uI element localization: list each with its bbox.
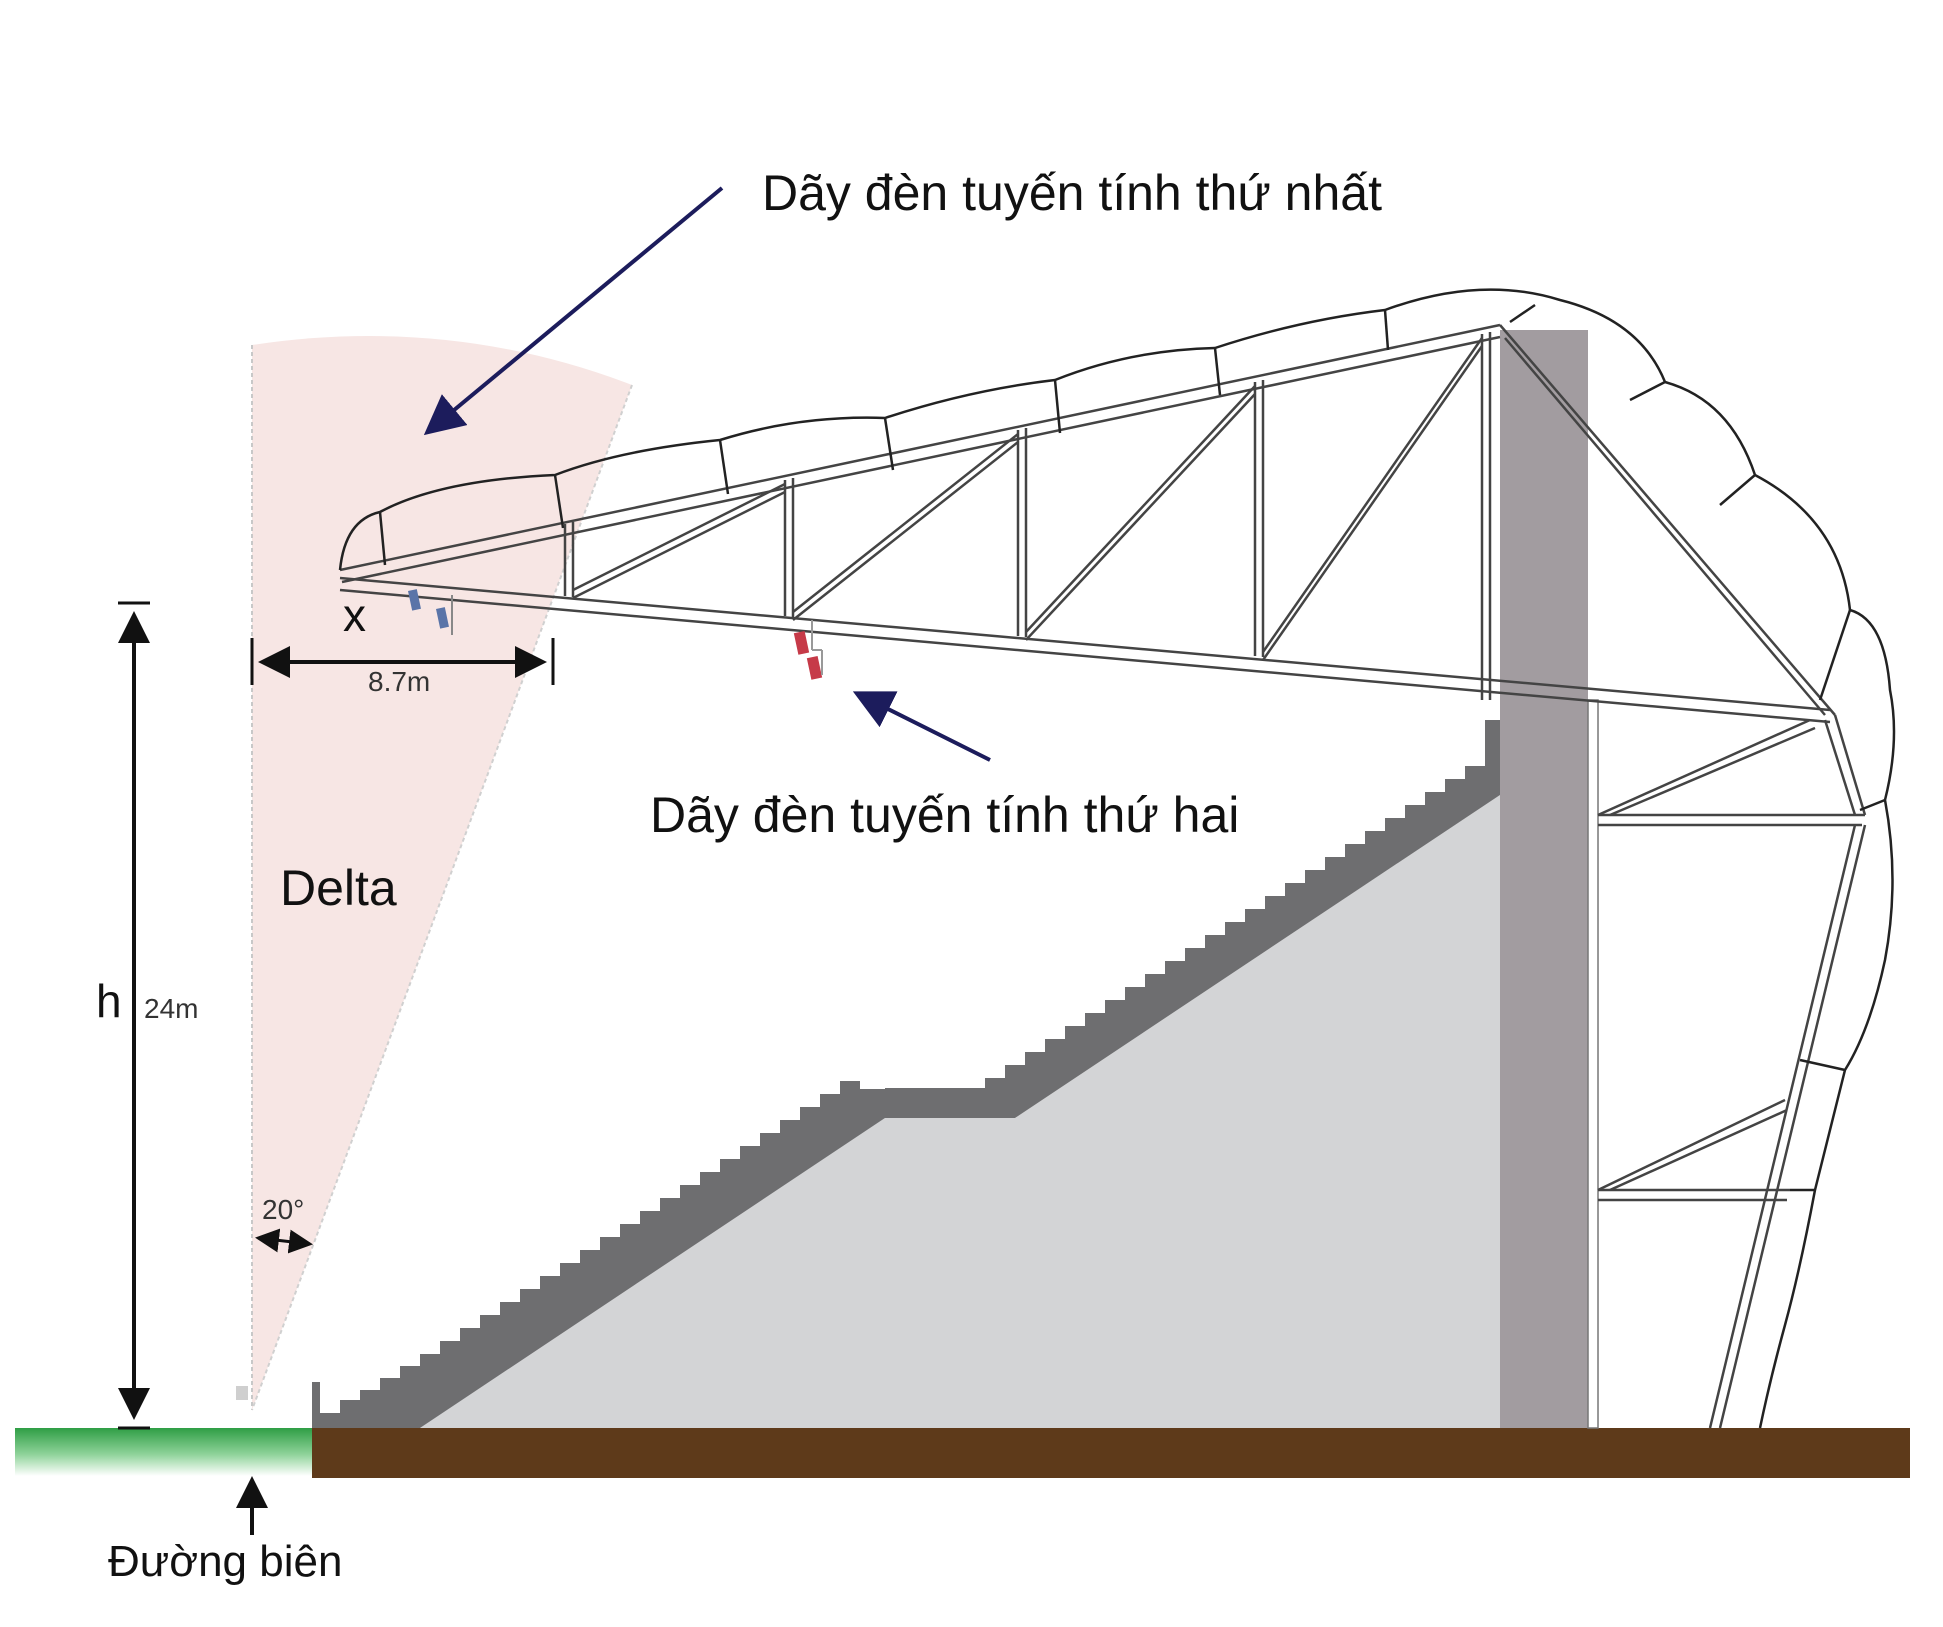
touchline-label: Đường biên bbox=[108, 1537, 343, 1586]
second-array-lamps-icon bbox=[793, 620, 823, 680]
second-array-label: Dãy đèn tuyến tính thứ hai bbox=[650, 787, 1240, 843]
stand-seating bbox=[312, 720, 1500, 1428]
roof-truss bbox=[339, 323, 1867, 1429]
support-column bbox=[1500, 330, 1588, 1428]
x-variable-label: x bbox=[343, 589, 366, 641]
first-array-lamps-icon bbox=[408, 589, 453, 635]
x-value-label: 8.7m bbox=[368, 666, 431, 697]
h-variable-label: h bbox=[96, 975, 122, 1027]
angle-dimension bbox=[255, 1228, 313, 1254]
roof-membrane bbox=[338, 288, 1896, 1429]
first-array-arrow bbox=[423, 186, 724, 436]
angle-value-label: 20° bbox=[262, 1194, 305, 1225]
h-value-label: 24m bbox=[144, 993, 199, 1024]
stand-body bbox=[420, 795, 1500, 1428]
second-array-arrow bbox=[852, 691, 991, 762]
pitch bbox=[15, 1428, 315, 1476]
delta-label: Delta bbox=[280, 860, 397, 916]
first-array-label: Dãy đèn tuyến tính thứ nhất bbox=[762, 165, 1382, 221]
delta-zone bbox=[252, 336, 632, 1410]
ground bbox=[312, 1428, 1910, 1478]
